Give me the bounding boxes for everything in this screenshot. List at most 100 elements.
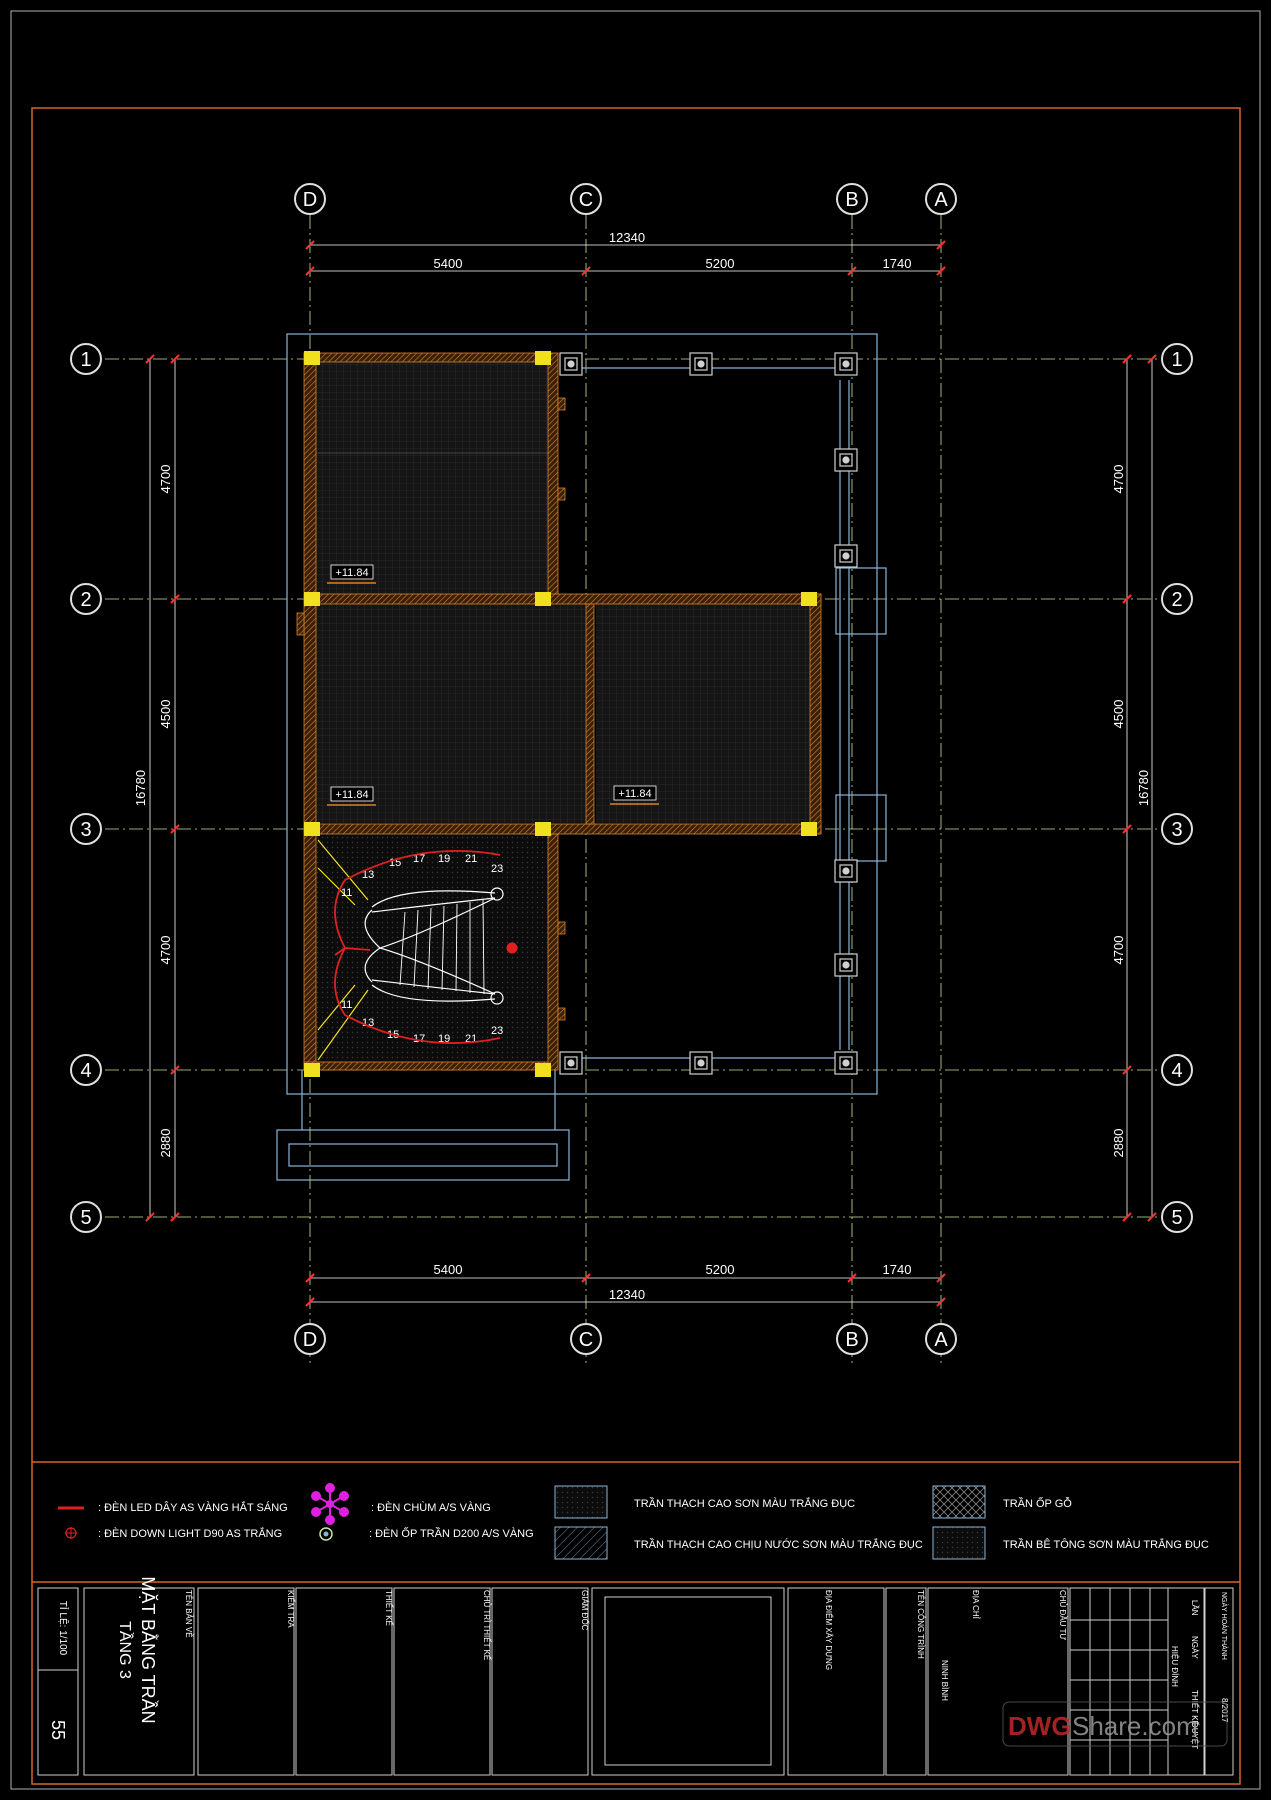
dim-top-span-3: 1740: [883, 256, 912, 271]
svg-text:5: 5: [1171, 1207, 1182, 1229]
revision-label: HIỆU ĐÍNH: [1170, 1646, 1179, 1687]
grid-bubble-2-left: 2: [70, 583, 102, 615]
svg-text:5: 5: [80, 1207, 91, 1229]
stair-step-13-upper: 13: [362, 869, 374, 881]
legend-gypsum-waterproof: TRẦN THẠCH CAO CHỊU NƯỚC SƠN MÀU TRẮNG Đ…: [634, 1538, 923, 1551]
pilasters: [559, 352, 858, 1075]
owner-label: CHỦ ĐẦU TƯ: [1058, 1590, 1068, 1640]
svg-text:+11.84: +11.84: [335, 567, 368, 579]
stair-led-strip: [334, 850, 501, 1044]
dim-right-span-4: 2880: [1111, 1129, 1126, 1158]
svg-text:C: C: [579, 1329, 593, 1351]
stair-step-17-lower: 17: [413, 1033, 425, 1045]
stair-step-21-upper: 21: [465, 853, 477, 865]
legend-downlight: : ĐÈN DOWN LIGHT D90 AS TRẮNG: [98, 1527, 282, 1540]
grid-bubble-d-bottom: D: [294, 1323, 326, 1355]
svg-text:1: 1: [80, 349, 91, 371]
director-label: GIÁM ĐỐC: [580, 1590, 590, 1631]
grid-bubble-4-left: 4: [70, 1054, 102, 1086]
legend-concrete: TRẦN BÊ TÔNG SƠN MÀU TRẮNG ĐỤC: [1003, 1538, 1209, 1551]
dim-bottom-span-2: 5200: [706, 1262, 735, 1277]
svg-text:B: B: [845, 189, 858, 211]
grid-bubble-b-bottom: B: [836, 1323, 868, 1355]
svg-text:+11.84: +11.84: [335, 789, 368, 801]
svg-text:A: A: [934, 1329, 948, 1351]
year-label: 8/2017: [1220, 1698, 1229, 1723]
grid-bubble-5-right: 5: [1161, 1201, 1193, 1233]
dimensions-right: [1122, 354, 1157, 1222]
stair-step-11-lower: 11: [341, 999, 352, 1011]
grid-bubble-1-right: 1: [1161, 343, 1193, 375]
svg-text:3: 3: [80, 819, 91, 841]
svg-text:D: D: [303, 189, 317, 211]
approve-label: DUYỆT: [1190, 1722, 1199, 1749]
location-label: ĐỊA ĐIỂM XÂY DỰNG: [824, 1590, 833, 1670]
project-label: TÊN CÔNG TRÌNH: [916, 1590, 925, 1659]
grid-bubble-d-top: D: [294, 183, 326, 215]
dim-left-total: 16780: [133, 770, 148, 806]
dimensions-bottom: [305, 1273, 946, 1307]
level-mark-2: +11.84: [327, 786, 376, 806]
svg-text:C: C: [579, 189, 593, 211]
dim-bottom-span-3: 1740: [883, 1262, 912, 1277]
legend-led-strip: : ĐÈN LED DÂY AS VÀNG HẮT SÁNG: [98, 1501, 288, 1514]
grid-bubbles-right: 1 2 3 4 5: [1161, 343, 1193, 1233]
dim-left-span-2: 4500: [158, 700, 173, 729]
address-value: NINH BÌNH: [940, 1660, 949, 1701]
dim-left-span-3: 4700: [158, 936, 173, 965]
svg-text:3: 3: [1171, 819, 1182, 841]
drawing-title-1: MẶT BẰNG TRẦN: [138, 1576, 159, 1723]
svg-text:4: 4: [80, 1060, 91, 1082]
dim-right-span-2: 4500: [1111, 700, 1126, 729]
stair-step-23-lower: 23: [491, 1025, 503, 1037]
dim-right-span-1: 4700: [1111, 465, 1126, 494]
svg-text:A: A: [934, 189, 948, 211]
downlight-icon: [65, 1527, 77, 1539]
level-mark-1: +11.84: [327, 564, 376, 584]
svg-text:2: 2: [1171, 589, 1182, 611]
walls: [296, 352, 822, 1071]
lead-designer-label: CHỦ TRÌ THIẾT KẾ: [482, 1590, 492, 1660]
watermark-part-1: DWG: [1008, 1711, 1072, 1741]
ceiling-room-2: [316, 604, 590, 823]
stair-downlight-icon: [506, 942, 518, 954]
stair-step-11-upper: 11: [341, 887, 352, 899]
watermark-logo: DWG Share.com: [1002, 1701, 1228, 1747]
dim-top-span-2: 5200: [706, 256, 735, 271]
stair-step-17-upper: 17: [413, 853, 425, 865]
dim-bottom-span-1: 5400: [434, 1262, 463, 1277]
legend-wood: TRẦN ỐP GỖ: [1003, 1496, 1072, 1510]
concrete-swatch: [932, 1526, 986, 1560]
dimensions-top: [305, 240, 946, 276]
dim-right-span-3: 4700: [1111, 936, 1126, 965]
grid-bubble-3-left: 3: [70, 813, 102, 845]
svg-text:2: 2: [80, 589, 91, 611]
legend: : ĐÈN LED DÂY AS VÀNG HẮT SÁNG : ĐÈN DOW…: [58, 1483, 1209, 1560]
grid-bubble-c-top: C: [570, 183, 602, 215]
design-label: THIẾT KẾ: [1190, 1690, 1200, 1726]
dim-top-total: 12340: [609, 230, 645, 245]
ceiling-room-1: [316, 362, 548, 595]
grid-bubbles-bottom: D C B A: [294, 1323, 957, 1355]
level-mark-3: +11.84: [610, 785, 659, 805]
legend-chandelier: : ĐÈN CHÙM A/S VÀNG: [371, 1501, 491, 1514]
times-label: LẦN: [1190, 1600, 1200, 1616]
dim-left-span-4: 2880: [158, 1129, 173, 1158]
svg-text:D: D: [303, 1329, 317, 1351]
grid-bubble-4-right: 4: [1161, 1054, 1193, 1086]
outer-border: [10, 10, 1261, 1790]
svg-text:4: 4: [1171, 1060, 1182, 1082]
svg-text:B: B: [845, 1329, 858, 1351]
drawing-title-2: TẦNG 3: [116, 1621, 135, 1679]
dim-left-span-1: 4700: [158, 465, 173, 494]
scale-label: TỈ LỆ: 1/100: [57, 1601, 70, 1656]
grid-bubble-3-right: 3: [1161, 813, 1193, 845]
staircase: 13 15 17 19 21 23 11 11 13 15 17 19 21 2…: [317, 839, 518, 1061]
svg-text:+11.84: +11.84: [618, 788, 651, 800]
gypsum-waterproof-swatch: [554, 1526, 608, 1560]
grid-bubble-b-top: B: [836, 183, 868, 215]
stair-step-13-lower: 13: [362, 1017, 374, 1029]
dim-top-span-1: 5400: [434, 256, 463, 271]
date-label: NGÀY: [1190, 1636, 1199, 1659]
